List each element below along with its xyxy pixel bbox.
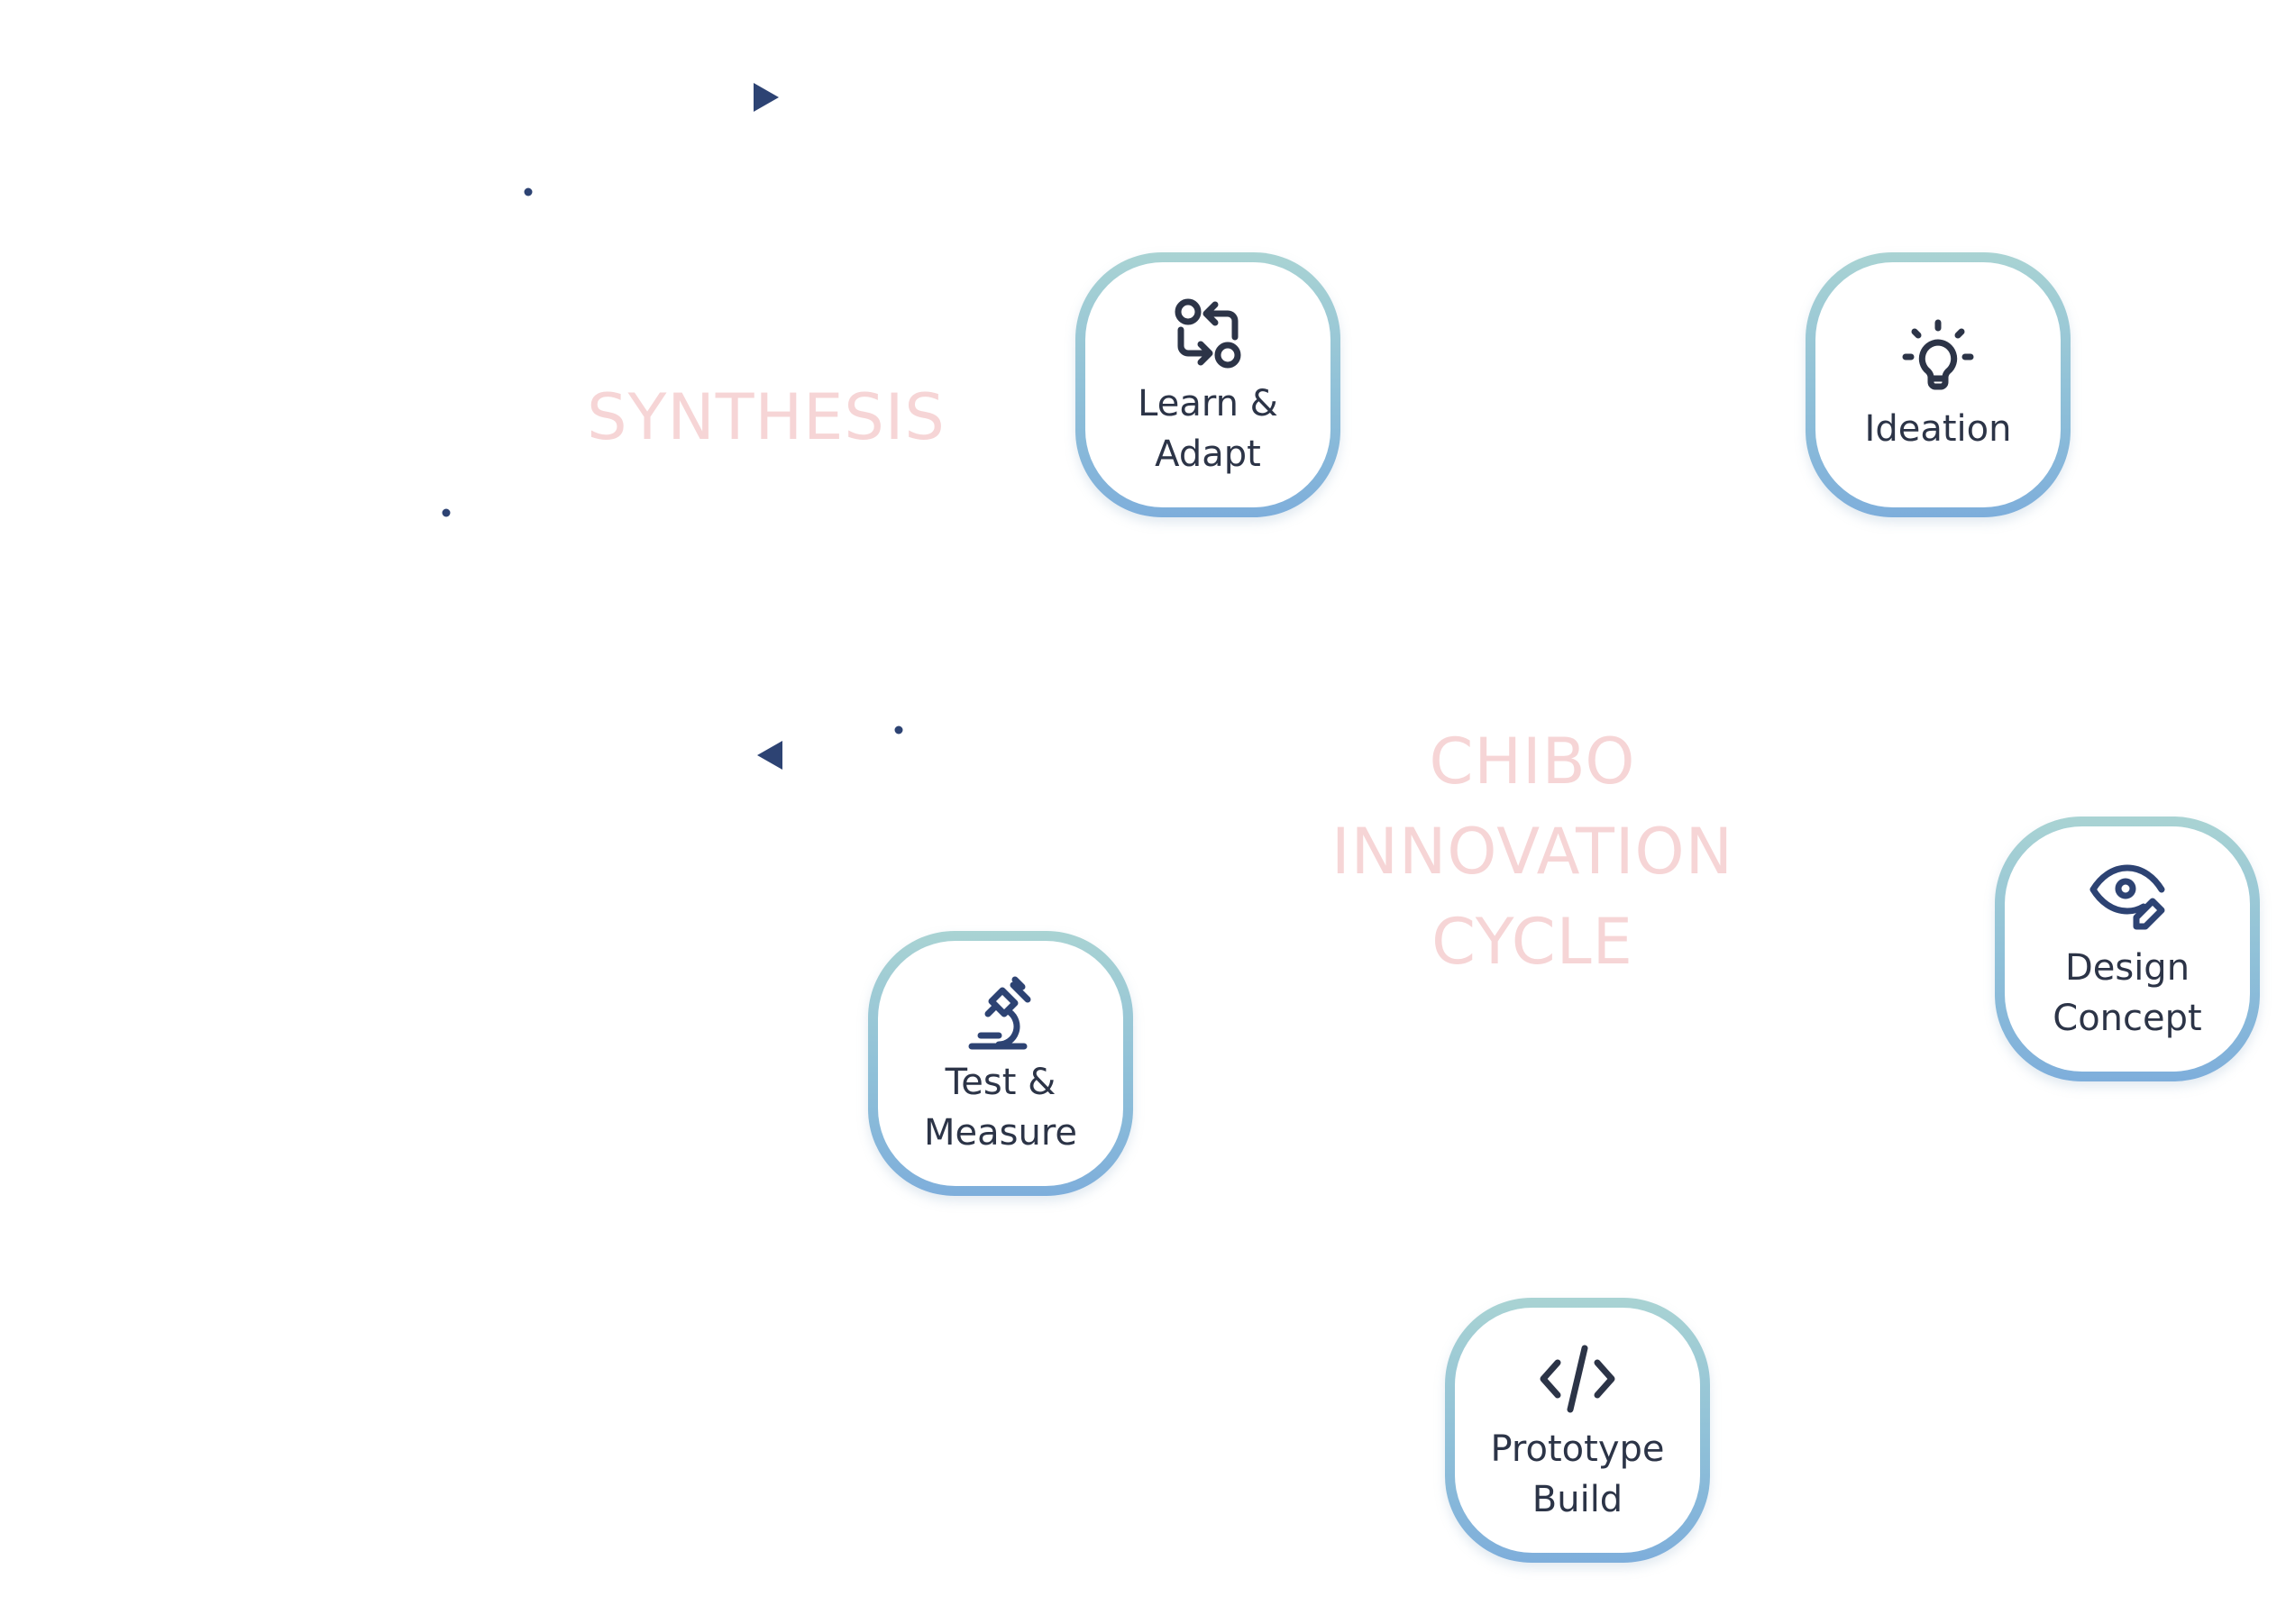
node-card: Test & Measure [878, 941, 1123, 1186]
center-title: CHIBO INNOVATION CYCLE [1244, 716, 1821, 987]
node-prototype-build: Prototype Build [1445, 1298, 1710, 1563]
center-title-line-1: CHIBO [1429, 725, 1636, 798]
node-ideation-label: Ideation [1864, 408, 2012, 450]
eye-pencil-icon [2084, 854, 2171, 941]
node-learn-adapt: Learn & Adapt [1075, 252, 1340, 517]
arrow-left-marker [757, 741, 782, 770]
node-prototype-build-label: Prototype Build [1490, 1428, 1665, 1520]
node-design-concept-label: Design Concept [2053, 947, 2202, 1039]
dot-marker [894, 725, 903, 734]
node-ideation: Ideation [1806, 252, 2071, 517]
code-icon [1534, 1336, 1621, 1422]
center-title-line-2: INNOVATION [1331, 815, 1733, 889]
node-design-concept: Design Concept [1995, 817, 2260, 1081]
center-title-line-3: CYCLE [1431, 905, 1633, 979]
dot-marker [524, 187, 533, 196]
flow-arrows-icon [1165, 290, 1251, 377]
arrow-right-marker [754, 83, 779, 112]
lightbulb-icon [1895, 315, 1981, 402]
node-card: Ideation [1815, 262, 2061, 507]
synthesis-label: SYNTHESIS [587, 380, 946, 454]
node-test-measure: Test & Measure [868, 931, 1133, 1196]
node-test-measure-label: Test & Measure [924, 1062, 1077, 1154]
dot-marker [442, 508, 451, 517]
node-card: Design Concept [2005, 826, 2250, 1072]
node-card: Prototype Build [1455, 1308, 1700, 1553]
node-learn-adapt-label: Learn & Adapt [1138, 383, 1278, 475]
node-card: Learn & Adapt [1085, 262, 1330, 507]
microscope-icon [957, 969, 1044, 1055]
